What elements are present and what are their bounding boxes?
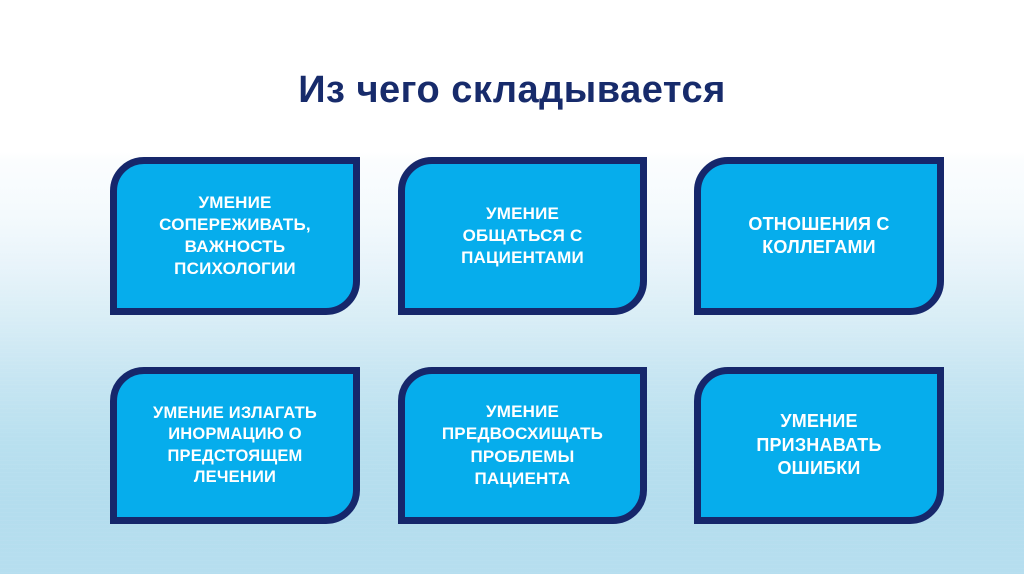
card-empathy-psychology[interactable]: УМЕНИЕ СОПЕРЕЖИВАТЬ, ВАЖНОСТЬ ПСИХОЛОГИИ: [110, 157, 360, 315]
card-explain-treatment-info[interactable]: УМЕНИЕ ИЗЛАГАТЬ ИНОРМАЦИЮ О ПРЕДСТОЯЩЕМ …: [110, 367, 360, 524]
card-relations-with-colleagues[interactable]: ОТНОШЕНИЯ С КОЛЛЕГАМИ: [694, 157, 944, 315]
card-label: УМЕНИЕ ПРИЗНАВАТЬ ОШИБКИ: [756, 411, 882, 479]
card-admit-mistakes[interactable]: УМЕНИЕ ПРИЗНАВАТЬ ОШИБКИ: [694, 367, 944, 524]
card-anticipate-patient-problems[interactable]: УМЕНИЕ ПРЕДВОСХИЩАТЬ ПРОБЛЕМЫ ПАЦИЕНТА: [398, 367, 647, 524]
card-label: ОТНОШЕНИЯ С КОЛЛЕГАМИ: [748, 213, 890, 257]
card-label: УМЕНИЕ ИЗЛАГАТЬ ИНОРМАЦИЮ О ПРЕДСТОЯЩЕМ …: [152, 403, 317, 486]
page-title: Из чего складывается: [298, 69, 726, 112]
card-communication-with-patients[interactable]: УМЕНИЕ ОБЩАТЬСЯ С ПАЦИЕНТАМИ: [398, 157, 647, 315]
card-label: УМЕНИЕ ПРЕДВОСХИЩАТЬ ПРОБЛЕМЫ ПАЦИЕНТА: [441, 402, 604, 488]
card-label: УМЕНИЕ СОПЕРЕЖИВАТЬ, ВАЖНОСТЬ ПСИХОЛОГИИ: [159, 192, 311, 279]
card-label: УМЕНИЕ ОБЩАТЬСЯ С ПАЦИЕНТАМИ: [461, 203, 584, 268]
